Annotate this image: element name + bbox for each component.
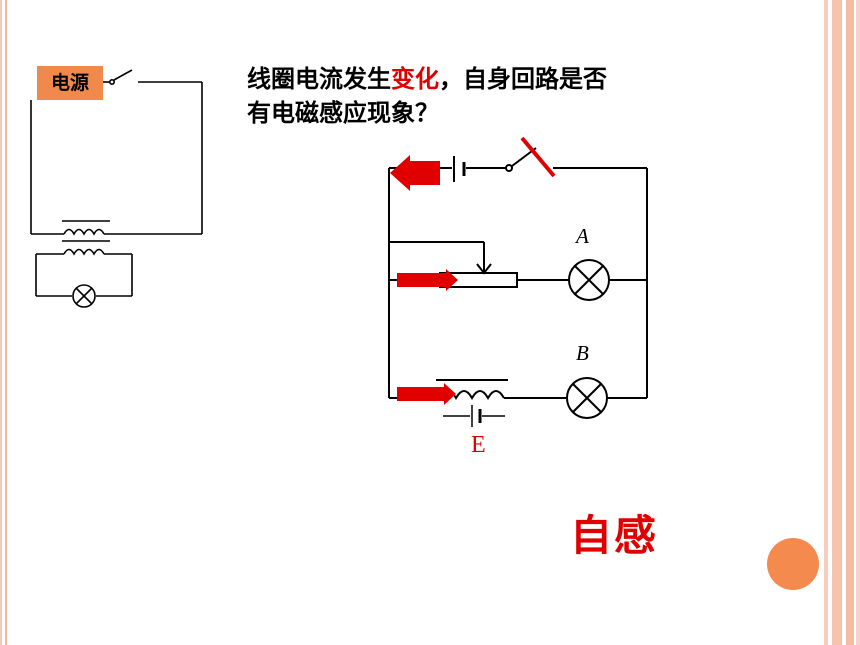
primary-coil <box>63 228 105 236</box>
switch-cut-mark <box>520 136 556 178</box>
question-line-1-prefix: 线圈电流发生 <box>247 65 391 93</box>
main-switch-pivot <box>505 164 513 172</box>
question-text: 线圈电流发生变化，自身回路是否 有电磁感应现象？ <box>247 62 717 130</box>
slide-title: 自感 <box>570 511 659 560</box>
question-line-2: 有电磁感应现象？ <box>247 99 439 127</box>
secondary-coil <box>63 248 105 256</box>
lamp-b-label: B <box>576 341 589 365</box>
question-line-1-suffix: ，自身回路是否 <box>439 65 607 93</box>
battery-e-label: E <box>471 432 486 458</box>
small-lamp-x2 <box>75 287 93 305</box>
question-line-1: 线圈电流发生变化，自身回路是否 <box>247 62 717 96</box>
right-border-decoration <box>820 0 860 645</box>
lamp-b-x2 <box>572 383 602 413</box>
question-highlight: 变化 <box>391 65 439 93</box>
left-switch-blade <box>113 69 133 81</box>
small-lamp <box>72 284 96 308</box>
left-border-decoration <box>0 0 14 645</box>
top-current-arrow <box>390 155 440 191</box>
lamp-a-label: A <box>576 224 589 248</box>
lamp-a-x2 <box>574 265 604 295</box>
bottom-current-arrow <box>397 383 456 405</box>
orange-circle-decoration <box>767 538 819 590</box>
left-switch-pivot <box>109 79 116 86</box>
middle-current-arrow <box>397 269 458 291</box>
power-source-label: 电源 <box>37 66 103 100</box>
